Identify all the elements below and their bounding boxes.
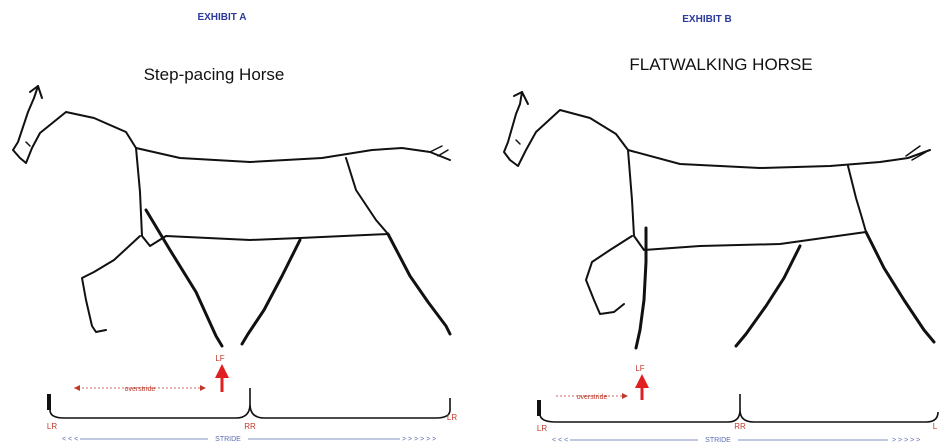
exhibit-a-title: Step-pacing Horse [144, 65, 285, 84]
exhibit-b-stride-label: STRIDE [705, 437, 731, 444]
exhibit-b-rr-label: RR [734, 422, 746, 431]
horse-b-right-hind-leg [736, 246, 800, 346]
horse-a-tail [430, 146, 448, 156]
flatwalking-horse-drawing [504, 92, 934, 348]
exhibit-b-title: FLATWALKING HORSE [629, 55, 812, 74]
exhibit-a-stride-bracket [50, 388, 450, 418]
horse-a-eye [26, 142, 30, 146]
exhibit-b-label: EXHIBIT B [682, 14, 731, 25]
exhibit-b-panel: EXHIBIT B FLATWALKING HORSE LF [504, 14, 938, 444]
exhibit-a-label: EXHIBIT A [197, 12, 246, 23]
horse-b-left-fore-leg [586, 236, 632, 314]
horse-b-head-neck [504, 92, 628, 166]
exhibit-a-lr-left-label: LR [47, 422, 57, 431]
horse-b-eye [516, 140, 520, 144]
exhibit-b-lf-label: LF [635, 364, 644, 373]
horse-a-left-fore-leg [82, 236, 140, 332]
horse-a-left-hind-leg [388, 234, 450, 334]
horse-a-flank [346, 158, 388, 234]
exhibit-b-lr-left-label: LR [537, 424, 547, 433]
exhibit-a-stride-left-dots: < < < [62, 436, 78, 443]
horse-a-belly [136, 148, 388, 246]
horse-a-head-neck [13, 86, 136, 163]
exhibit-b-lr-hoof-mark [537, 400, 541, 416]
horse-a-right-fore-leg [146, 210, 222, 346]
step-pacing-horse-drawing [13, 86, 450, 346]
horse-b-flank [848, 166, 866, 232]
exhibit-a-lf-label: LF [215, 354, 224, 363]
horse-a-back [136, 148, 450, 162]
exhibit-a-lr-right-label: LR [447, 413, 457, 422]
exhibit-a-lf-arrow [215, 364, 229, 392]
exhibit-a-stride-label: STRIDE [215, 436, 241, 443]
exhibit-a-rr-label: RR [244, 422, 256, 431]
exhibit-b-overstride-label: overstride [577, 394, 608, 401]
exhibit-b-lf-arrow [635, 374, 649, 400]
exhibit-a-stride-right-dots: > > > > > > [402, 436, 436, 443]
horse-b-left-hind-leg [866, 232, 934, 342]
horse-a-right-hind-leg [242, 240, 300, 344]
exhibit-b-lr-right-label: L [933, 422, 938, 431]
horse-b-back [628, 150, 930, 168]
exhibit-b-stride-left-dots: < < < [552, 437, 568, 444]
exhibit-a-lr-hoof-mark [47, 394, 51, 410]
exhibit-a-overstride-label: overstride [125, 386, 156, 393]
exhibit-b-stride-right-dots: > > > > > [892, 437, 920, 444]
exhibit-a-panel: EXHIBIT A Step-pacing Horse LF [13, 12, 457, 443]
